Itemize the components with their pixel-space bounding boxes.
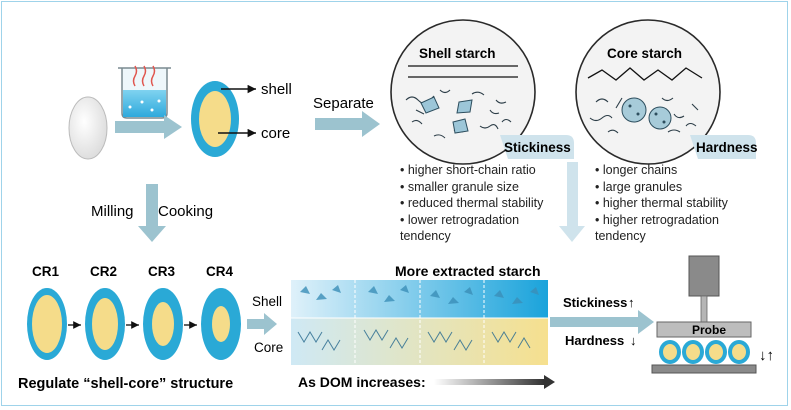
- separate-arrow-icon: [315, 111, 380, 137]
- shell-row-label: Shell: [252, 294, 282, 309]
- updown-arrow-icon: ↓↑: [759, 347, 774, 364]
- cooking-label: Cooking: [158, 203, 213, 220]
- core-starch-title: Core starch: [607, 46, 682, 61]
- shell-prop-4: • lower retrogradation: [400, 212, 520, 227]
- milling-label: Milling: [91, 203, 134, 220]
- shell-prop-2: • smaller granule size: [400, 179, 520, 194]
- shell-prop-1: • higher short-chain ratio: [400, 163, 536, 177]
- core-prop-1: • longer chains: [595, 163, 678, 177]
- shell-label: shell: [261, 81, 292, 98]
- core-row-label: Core: [254, 340, 283, 355]
- hardness-down-label: Hardness: [565, 333, 624, 348]
- shell-properties-list: • higher short-chain ratio • smaller gra…: [400, 162, 543, 245]
- cr1-label: CR1: [32, 264, 59, 279]
- hardness-badge-label: Hardness: [696, 140, 758, 155]
- core-prop-5: tendency: [595, 229, 646, 243]
- stickiness-badge-label: Stickiness: [504, 140, 571, 155]
- stickiness-badge: [500, 135, 574, 159]
- shell-starch-title: Shell starch: [419, 46, 496, 61]
- milling-cooking-arrow-icon: [138, 184, 166, 242]
- dom-gradient-arrow: [434, 379, 544, 385]
- core-prop-4: • higher retrogradation: [595, 212, 719, 227]
- regulate-label: Regulate “shell-core” structure: [18, 376, 233, 392]
- cr3-label: CR3: [148, 264, 175, 279]
- down-arrow-icon: [559, 162, 585, 242]
- core-prop-3: • higher thermal stability: [595, 196, 728, 210]
- core-label: core: [261, 125, 290, 142]
- structure-panel: [291, 280, 548, 365]
- core-prop-2: • large granules: [595, 179, 683, 194]
- as-dom-label: As DOM increases:: [298, 374, 426, 390]
- up-arrow-icon: ↑: [628, 295, 635, 310]
- cr-grains: [27, 288, 241, 360]
- shell-prop-3: • reduced thermal stability: [400, 196, 544, 210]
- separate-label: Separate: [313, 95, 374, 112]
- rice-grain-icon: [68, 96, 108, 160]
- shell-prop-5: tendency: [400, 229, 451, 243]
- texture-analyzer-icon: Probe: [651, 255, 757, 374]
- probe-label: Probe: [692, 323, 726, 337]
- beaker-icon: [118, 65, 171, 119]
- to-panel-arrow-icon: [247, 313, 277, 335]
- cr2-label: CR2: [90, 264, 117, 279]
- hardness-badge: [690, 135, 756, 159]
- cr4-label: CR4: [206, 264, 233, 279]
- soak-arrow-icon: [115, 115, 182, 139]
- more-extracted-label: More extracted starch: [395, 263, 541, 279]
- core-properties-list: • longer chains • large granules • highe…: [595, 162, 728, 245]
- stickiness-up-label: Stickiness: [563, 295, 627, 310]
- core-starch-circle: Core starch: [575, 19, 721, 165]
- shell-starch-circle: Shell starch: [390, 19, 536, 165]
- result-arrow-icon: [550, 310, 654, 334]
- down-arrow-small-icon: ↓: [630, 333, 637, 348]
